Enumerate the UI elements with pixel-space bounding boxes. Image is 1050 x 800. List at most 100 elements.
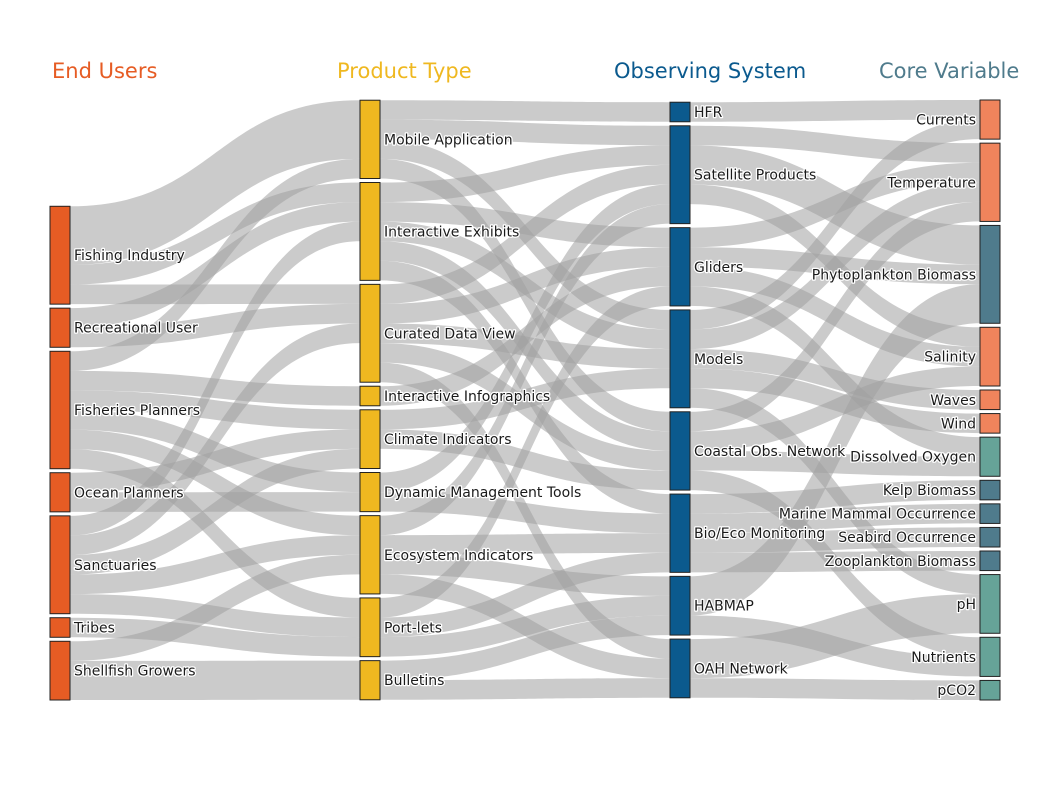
link-bioeco-mammal[interactable] bbox=[690, 503, 980, 534]
link-shellfish-ecosystem[interactable] bbox=[70, 554, 360, 661]
link-gliders-temperature[interactable] bbox=[690, 162, 980, 248]
link-sanctuaries-ecosystem[interactable] bbox=[70, 535, 360, 595]
node-shellfish[interactable] bbox=[49, 640, 71, 701]
link-shellfish-bulletins[interactable] bbox=[70, 660, 360, 700]
node-exhibits[interactable] bbox=[359, 182, 381, 281]
link-exhibits-bioeco[interactable] bbox=[380, 260, 670, 514]
link-sanctuaries-climate[interactable] bbox=[70, 448, 360, 575]
link-sanctuaries-exhibits[interactable] bbox=[70, 221, 360, 536]
node-kelp[interactable] bbox=[979, 479, 1001, 501]
node-nutrients[interactable] bbox=[979, 636, 1001, 677]
column-header-end-users: End Users bbox=[52, 59, 157, 83]
link-bioeco-kelp[interactable] bbox=[690, 480, 980, 514]
node-bioeco[interactable] bbox=[669, 493, 691, 573]
link-portlets-habmap[interactable] bbox=[380, 595, 670, 657]
link-habmap-phyto[interactable] bbox=[690, 284, 980, 616]
node-curated[interactable] bbox=[359, 283, 381, 383]
node-recreational[interactable] bbox=[49, 307, 71, 348]
link-sanctuaries-curated[interactable] bbox=[70, 323, 360, 556]
link-fisheries-portlets[interactable] bbox=[70, 449, 360, 618]
node-portlets[interactable] bbox=[359, 597, 381, 658]
link-mobile-hfr[interactable] bbox=[380, 100, 670, 122]
node-fishing[interactable] bbox=[49, 205, 71, 305]
node-salinity[interactable] bbox=[979, 326, 1001, 387]
node-phyto[interactable] bbox=[979, 224, 1001, 324]
node-satellite[interactable] bbox=[669, 125, 691, 225]
node-label-bioeco: Bio/Eco Monitoring bbox=[694, 526, 825, 542]
link-fisheries-mobile[interactable] bbox=[70, 158, 360, 371]
link-curated-gliders[interactable] bbox=[380, 247, 670, 324]
node-coastal[interactable] bbox=[669, 411, 691, 491]
link-oah-ph[interactable] bbox=[690, 594, 980, 679]
node-pco2[interactable] bbox=[979, 679, 1001, 701]
link-ecosystem-satellite[interactable] bbox=[380, 204, 670, 536]
node-mammal[interactable] bbox=[979, 503, 1001, 524]
link-coastal-temperature[interactable] bbox=[690, 201, 980, 432]
link-models-temperature[interactable] bbox=[690, 182, 980, 350]
node-label-curated: Curated Data View bbox=[384, 326, 516, 342]
link-curated-satellite[interactable] bbox=[380, 164, 670, 304]
link-exhibits-gliders[interactable] bbox=[380, 202, 670, 248]
node-label-habmap: HABMAP bbox=[694, 599, 754, 615]
link-ecosystem-bioeco[interactable] bbox=[380, 533, 670, 555]
column-header-core-variable: Core Variable bbox=[879, 59, 1019, 83]
link-portlets-gliders[interactable] bbox=[380, 286, 670, 618]
node-label-waves: Waves bbox=[930, 393, 976, 409]
node-bulletins[interactable] bbox=[359, 660, 381, 701]
link-fishing-exhibits[interactable] bbox=[70, 182, 360, 285]
node-label-fisheries: Fisheries Planners bbox=[74, 403, 200, 419]
node-label-bulletins: Bulletins bbox=[384, 673, 444, 689]
link-mobile-coastal[interactable] bbox=[380, 158, 670, 432]
link-hfr-currents[interactable] bbox=[690, 100, 980, 122]
node-sanctuaries[interactable] bbox=[49, 515, 71, 615]
node-label-models: Models bbox=[694, 352, 743, 368]
link-dynamic-satellite[interactable] bbox=[380, 184, 670, 493]
node-waves[interactable] bbox=[979, 389, 1001, 411]
link-oah-pco2[interactable] bbox=[690, 678, 980, 700]
node-label-fishing: Fishing Industry bbox=[74, 248, 185, 264]
link-fishing-mobile[interactable] bbox=[70, 100, 360, 265]
node-mobile[interactable] bbox=[359, 99, 381, 179]
node-label-mammal: Marine Mammal Occurrence bbox=[779, 507, 976, 523]
link-bulletins-habmap[interactable] bbox=[380, 615, 670, 681]
node-hfr[interactable] bbox=[669, 101, 691, 123]
link-fishing-curated[interactable] bbox=[70, 284, 360, 305]
link-ocean-climate[interactable] bbox=[70, 429, 360, 493]
node-label-recreational: Recreational User bbox=[74, 321, 198, 337]
link-exhibits-satellite[interactable] bbox=[380, 145, 670, 203]
node-wind[interactable] bbox=[979, 413, 1001, 434]
link-models-currents[interactable] bbox=[690, 119, 980, 330]
node-temperature[interactable] bbox=[979, 142, 1001, 222]
node-climate[interactable] bbox=[359, 409, 381, 469]
node-models[interactable] bbox=[669, 309, 691, 409]
node-label-currents: Currents bbox=[916, 113, 976, 129]
node-dynamic[interactable] bbox=[359, 472, 381, 513]
link-models-waves[interactable] bbox=[690, 349, 980, 410]
link-coastal-salinity[interactable] bbox=[690, 366, 980, 451]
link-bulletins-oah[interactable] bbox=[380, 678, 670, 700]
link-climate-models[interactable] bbox=[380, 368, 670, 430]
node-label-kelp: Kelp Biomass bbox=[883, 483, 976, 499]
link-mobile-satellite[interactable] bbox=[380, 119, 670, 146]
link-tribes-portlets[interactable] bbox=[70, 617, 360, 657]
link-dynamic-bioeco[interactable] bbox=[380, 492, 670, 534]
link-portlets-bioeco[interactable] bbox=[380, 552, 670, 638]
node-oah[interactable] bbox=[669, 638, 691, 699]
link-fisheries-climate[interactable] bbox=[70, 390, 360, 430]
node-label-hfr: HFR bbox=[694, 105, 723, 121]
node-ecosystem[interactable] bbox=[359, 515, 381, 595]
node-tribes[interactable] bbox=[49, 617, 71, 638]
node-gliders[interactable] bbox=[669, 227, 691, 307]
node-infographics[interactable] bbox=[359, 385, 381, 407]
node-zoo[interactable] bbox=[979, 550, 1001, 572]
node-fisheries[interactable] bbox=[49, 350, 71, 470]
node-habmap[interactable] bbox=[669, 575, 691, 636]
node-label-oxygen: Dissolved Oxygen bbox=[850, 450, 976, 466]
node-oxygen[interactable] bbox=[979, 436, 1001, 477]
node-ocean[interactable] bbox=[49, 472, 71, 513]
node-currents[interactable] bbox=[979, 99, 1001, 140]
node-seabird[interactable] bbox=[979, 526, 1001, 548]
node-label-dynamic: Dynamic Management Tools bbox=[384, 485, 581, 501]
node-ph[interactable] bbox=[979, 574, 1001, 634]
